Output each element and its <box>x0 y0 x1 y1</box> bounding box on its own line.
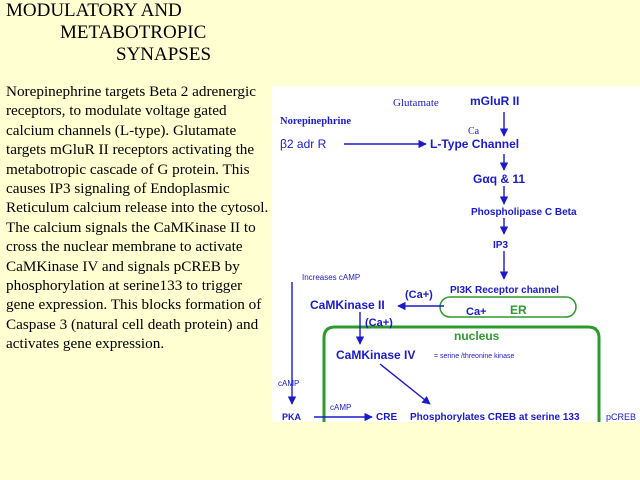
label-pi3k: PI3K Receptor channel <box>450 285 559 296</box>
label-mglur: mGluR II <box>470 94 519 108</box>
arrow-camk4-to-phospho <box>379 363 431 405</box>
label-phospholipase: Phospholipase C Beta <box>471 207 577 218</box>
label-serine-note: = serine /threonine kinase <box>434 353 514 360</box>
signaling-diagram: Glutamate mGluR II Norepinephrine β2 adr… <box>272 86 640 423</box>
label-cre: CRE <box>376 412 397 422</box>
label-camp-left: cAMP <box>278 379 299 388</box>
label-ca-plus-1: (Ca+) <box>405 289 433 301</box>
title-line-3: SYNAPSES <box>116 44 212 65</box>
label-pcreb: pCREB <box>606 412 636 422</box>
label-glutamate: Glutamate <box>393 97 439 109</box>
er-compartment <box>439 296 577 318</box>
title-line-1: MODULATORY AND <box>6 0 182 21</box>
label-er-ca: Ca+ <box>466 306 487 318</box>
label-ca-small: Ca <box>468 126 480 137</box>
slide-title: MODULATORY AND METABOTROPIC SYNAPSES <box>6 0 266 66</box>
label-phosphorylates: Phosphorylates CREB at serine 133 <box>410 412 580 422</box>
label-camk4: CaMKinase IV <box>336 348 415 362</box>
label-er: ER <box>510 303 527 317</box>
label-camp-mid: cAMP <box>330 403 351 412</box>
label-ip3: IP3 <box>493 240 508 251</box>
label-b2-receptor: β2 adr R <box>280 137 327 151</box>
label-nucleus: nucleus <box>454 329 500 343</box>
label-camk2: CaMKinase II <box>310 298 385 312</box>
title-line-2: METABOTROPIC <box>60 22 207 43</box>
label-g-protein: Gαq & 11 <box>473 172 525 186</box>
nucleus-membrane <box>322 325 601 422</box>
diagram-canvas: Glutamate mGluR II Norepinephrine β2 adr… <box>278 94 636 423</box>
description-paragraph: Norepinephrine targets Beta 2 adrenergic… <box>6 83 269 353</box>
label-ca-plus-2: (Ca+) <box>365 317 393 329</box>
label-increases-camp: Increases cAMP <box>302 273 360 282</box>
label-norepinephrine: Norepinephrine <box>280 116 351 127</box>
label-pka: PKA <box>282 412 302 422</box>
label-l-type-channel: L-Type Channel <box>430 137 519 151</box>
